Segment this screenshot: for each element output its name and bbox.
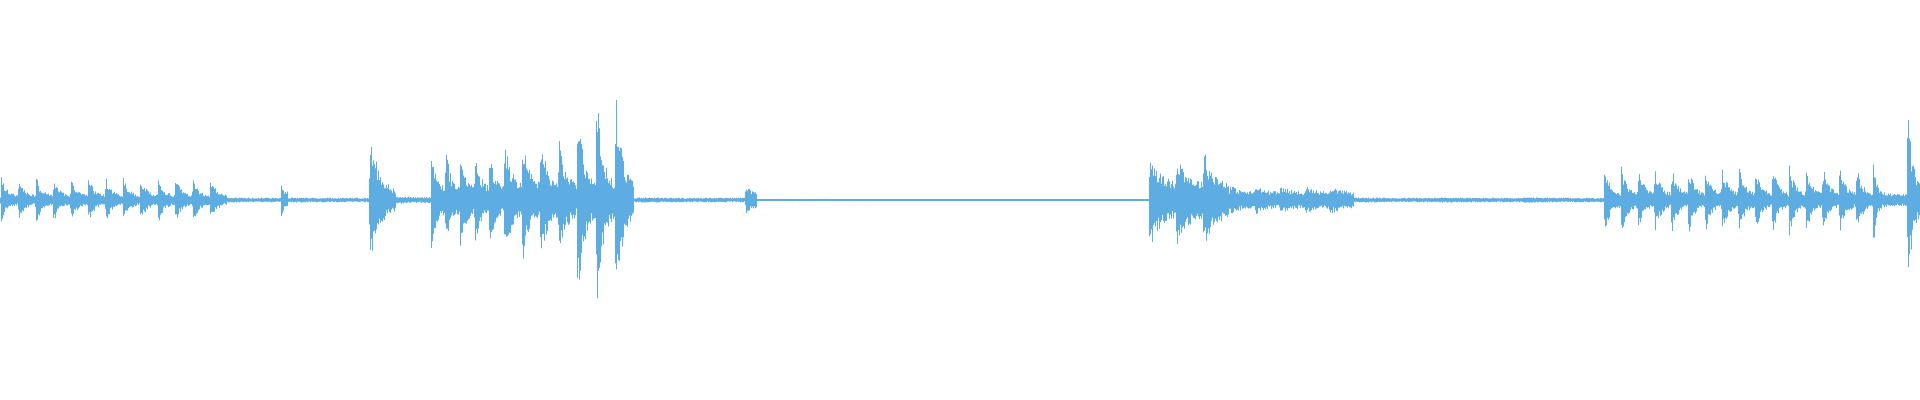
waveform-path <box>0 100 1920 299</box>
waveform-samples <box>0 100 1920 299</box>
